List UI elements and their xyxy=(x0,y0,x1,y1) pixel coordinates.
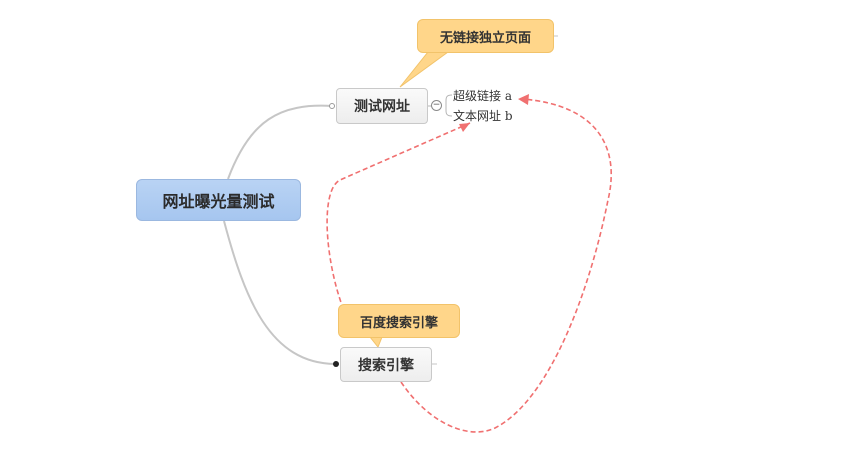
callout-pointer-1 xyxy=(399,51,450,88)
branch-line-search-engine xyxy=(223,220,336,365)
branch-joint-filled xyxy=(333,361,339,367)
root-topic[interactable]: 网址曝光量测试 xyxy=(136,179,301,221)
branch-line-test-url xyxy=(227,104,333,180)
callout-baidu[interactable]: 百度搜索引擎 xyxy=(338,304,460,338)
subtopic-bracket xyxy=(445,94,453,117)
callout-pointer-2 xyxy=(368,336,383,348)
callout-independent-page[interactable]: 无链接独立页面 xyxy=(417,19,554,53)
relationship-arrow-to-a xyxy=(400,98,612,433)
collapse-toggle[interactable]: − xyxy=(431,100,442,111)
subtopic-hyperlink-a[interactable]: 超级链接 a xyxy=(453,89,512,103)
arrowhead-to-a xyxy=(518,94,529,105)
topic-search-engine[interactable]: 搜索引擎 xyxy=(340,347,432,382)
subtopic-text-url-b[interactable]: 文本网址 b xyxy=(453,109,513,123)
arrowhead-to-b xyxy=(459,123,470,132)
branch-joint-open xyxy=(329,103,335,109)
topic-test-url[interactable]: 测试网址 xyxy=(336,88,428,124)
relationship-arrow-to-b xyxy=(326,122,471,309)
